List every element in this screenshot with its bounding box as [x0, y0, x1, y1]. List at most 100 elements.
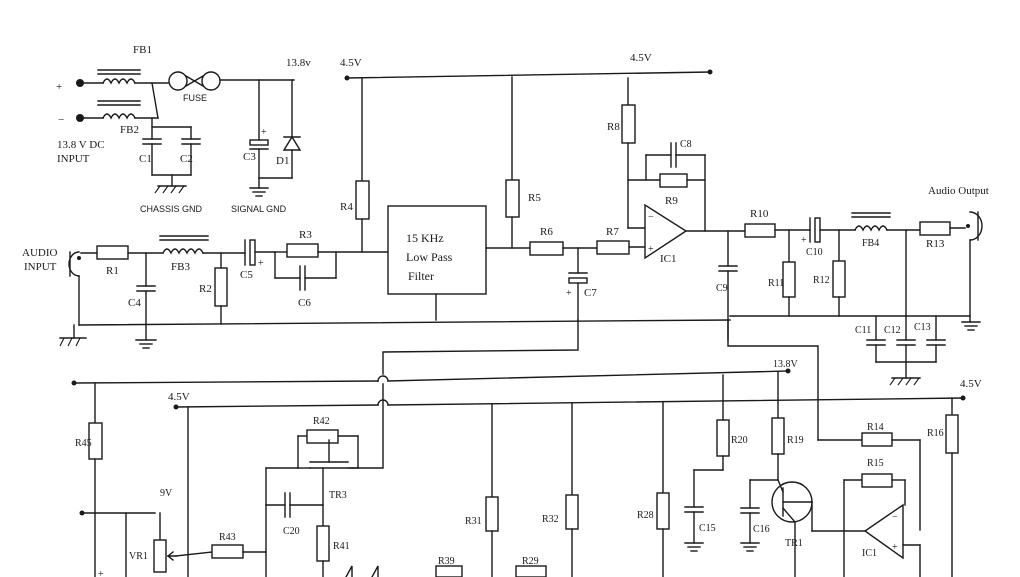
resistor-r16 — [945, 414, 959, 454]
resistor-r20 — [716, 419, 730, 457]
c1-label: C1 — [139, 153, 152, 165]
resistor-r14 — [861, 432, 893, 447]
audio-output-label: Audio Output — [928, 185, 989, 197]
resistor-r41 — [316, 525, 330, 562]
r11-label: R11 — [768, 278, 784, 289]
r6-label: R6 — [540, 226, 553, 238]
ferrite-bead-fb1 — [102, 78, 136, 85]
c20-label: C20 — [283, 526, 300, 537]
audio-input-label-line1: AUDIO — [22, 247, 57, 259]
ic1-plus: + — [648, 244, 654, 255]
fuse-element — [185, 75, 204, 87]
resistor-r15 — [861, 473, 893, 488]
filter-label-line3: Filter — [408, 269, 434, 283]
v9-label: 9V — [160, 488, 173, 499]
resistor-r9 — [659, 173, 688, 188]
r1-label: R1 — [106, 265, 119, 277]
ic1-label: IC1 — [660, 253, 677, 265]
r9-label: R9 — [665, 195, 678, 207]
r41-label: R41 — [333, 541, 350, 552]
resistor-r4 — [355, 180, 370, 220]
c7-label: C7 — [584, 287, 597, 299]
c12-label: C12 — [884, 325, 901, 336]
c10-label: C10 — [806, 247, 823, 258]
ferrite-bead-fb2 — [102, 113, 136, 120]
v45-label-c: 4.5V — [168, 391, 190, 403]
v45-label-a: 4.5V — [340, 57, 362, 69]
opamp-ic1-lower — [863, 503, 904, 560]
audio-output-jack — [969, 211, 983, 241]
resistor-r39 — [435, 565, 463, 577]
ferrite-bead-fb4 — [854, 225, 888, 232]
c16-label: C16 — [753, 524, 770, 535]
r2-label: R2 — [199, 283, 212, 295]
r31-label: R31 — [465, 516, 482, 527]
minus-terminal-label: − — [58, 114, 64, 126]
r43-label: R43 — [219, 532, 236, 543]
c3-label: C3 — [243, 151, 256, 163]
d1-label: D1 — [276, 155, 289, 167]
c13-label: C13 — [914, 322, 931, 333]
r13-label: R13 — [926, 238, 945, 250]
fuse-label: FUSE — [183, 93, 207, 103]
fuse-left-cap — [168, 71, 188, 91]
r15-label: R15 — [867, 458, 884, 469]
r12-label: R12 — [813, 275, 830, 286]
r32-label: R32 — [542, 514, 559, 525]
r5-label: R5 — [528, 192, 541, 204]
plus-terminal-label: + — [56, 81, 62, 93]
r10-label: R10 — [750, 208, 769, 220]
fuse-right-cap — [201, 71, 221, 91]
resistor-r1 — [96, 245, 129, 260]
vr1-plus: + — [98, 569, 104, 577]
fb4-label: FB4 — [862, 238, 879, 249]
filter-label-line1: 15 KHz — [406, 231, 444, 245]
ic1b-label: IC1 — [862, 548, 877, 559]
resistor-r11 — [782, 261, 796, 298]
resistor-r32 — [565, 494, 579, 530]
c10-plus: + — [801, 235, 807, 246]
chassis-gnd-label: CHASSIS GND — [140, 204, 203, 214]
r39-label: R39 — [438, 556, 455, 567]
capacitor-c3 — [249, 139, 269, 146]
audio-input-label-line2: INPUT — [24, 261, 57, 273]
c2-label: C2 — [180, 153, 193, 165]
resistor-r13 — [919, 221, 951, 236]
resistor-r2 — [214, 267, 228, 307]
audio-input-jack — [68, 251, 80, 277]
r42-label: R42 — [313, 416, 330, 427]
audio-path-section: 4.5V 4.5V AUDIO INPUT R1 FB3 C4 R2 — [22, 52, 989, 386]
low-pass-filter-block — [387, 205, 487, 295]
resistor-r3 — [286, 243, 319, 258]
r19-label: R19 — [787, 435, 804, 446]
r16-label: R16 — [927, 428, 944, 439]
ic1-minus: − — [648, 212, 654, 223]
c9-label: C9 — [716, 283, 728, 294]
fb3-label: FB3 — [171, 261, 190, 273]
tr1-label: TR1 — [785, 538, 803, 549]
dc-input-label-line1: 13.8 V DC — [57, 139, 105, 151]
c11-label: C11 — [855, 325, 871, 336]
r20-label: R20 — [731, 435, 748, 446]
opamp-ic1 — [644, 203, 688, 260]
fb2-label: FB2 — [120, 124, 139, 136]
c6-label: C6 — [298, 297, 311, 309]
lower-section: 13.8V 4.5V 4.5V R45 9V VR1 + R43 C20 — [71, 359, 982, 577]
ferrite-bead-fb3 — [162, 248, 204, 255]
ic1b-plus: + — [892, 542, 898, 553]
resistor-r10 — [744, 223, 776, 238]
power-input-section: + − FB1 FB2 FUSE 13.8v C1 C2 — [56, 44, 311, 214]
c5-plus: + — [258, 258, 264, 269]
r14-label: R14 — [867, 422, 884, 433]
filter-label-line2: Low Pass — [406, 250, 453, 264]
resistor-r42 — [306, 429, 339, 444]
resistor-r5 — [505, 179, 520, 218]
c8-label: C8 — [680, 139, 692, 150]
resistor-r12 — [832, 260, 846, 298]
c4-label: C4 — [128, 297, 141, 309]
potentiometer-vr1 — [153, 539, 167, 573]
r29-label: R29 — [522, 556, 539, 567]
resistor-r29 — [515, 565, 547, 577]
v138-mid-label: 13.8V — [773, 359, 799, 370]
